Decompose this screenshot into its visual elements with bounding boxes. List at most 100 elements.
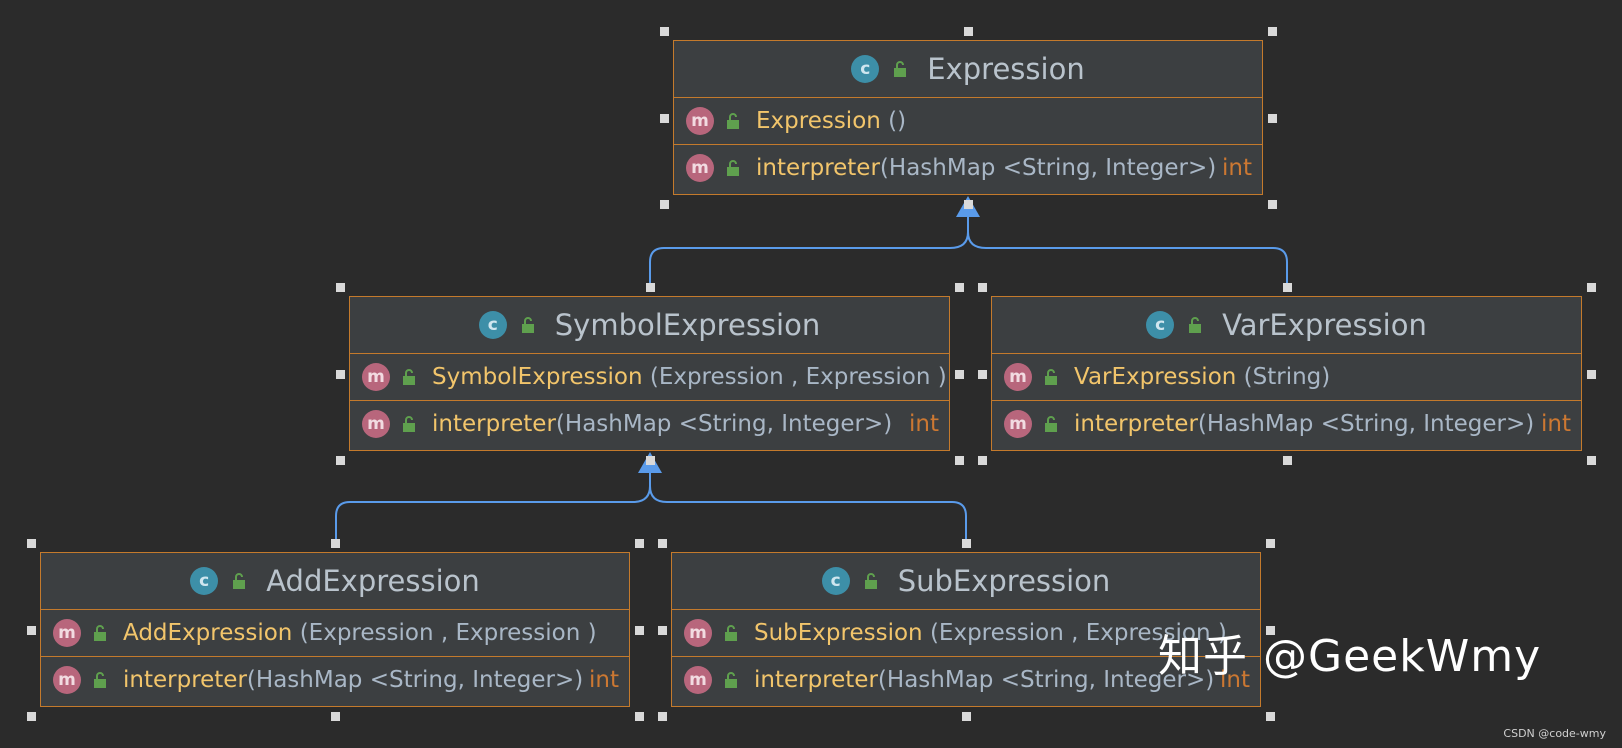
unlock-icon [1045, 416, 1057, 432]
resize-handle[interactable] [962, 539, 971, 548]
resize-handle[interactable] [331, 712, 340, 721]
resize-handle[interactable] [955, 369, 964, 379]
method-row[interactable]: m SymbolExpression (Expression , Express… [350, 354, 949, 400]
method-params: (HashMap <String, Integer>) [877, 667, 1215, 693]
class-header: c VarExpression [992, 297, 1581, 354]
resize-handle[interactable] [955, 283, 964, 292]
resize-handle[interactable] [964, 27, 973, 36]
method-params: (String) [1243, 364, 1331, 390]
edge-var-to-expression [967, 212, 1288, 287]
resize-handle[interactable] [635, 712, 644, 721]
resize-handle[interactable] [1268, 113, 1277, 123]
class-header: c Expression [674, 41, 1262, 98]
resize-handle[interactable] [1268, 200, 1277, 209]
unlock-icon [864, 573, 877, 589]
resize-handle[interactable] [645, 456, 655, 465]
method-name: interpreter [432, 411, 556, 437]
resize-handle[interactable] [964, 200, 973, 209]
class-box-expression[interactable]: c Expression m Expression () m interpret… [673, 40, 1263, 195]
return-type: int [909, 411, 939, 437]
edge-symbol-to-expression [649, 212, 969, 287]
resize-handle[interactable] [978, 283, 987, 292]
unlock-icon [725, 672, 737, 688]
method-name: interpreter [1074, 411, 1198, 437]
method-icon: m [684, 666, 712, 694]
resize-handle[interactable] [658, 625, 667, 635]
resize-handle[interactable] [1266, 625, 1275, 635]
resize-handle[interactable] [635, 625, 644, 635]
resize-handle[interactable] [1282, 456, 1292, 465]
method-name: SymbolExpression [432, 364, 643, 390]
method-row[interactable]: m AddExpression (Expression , Expression… [41, 610, 629, 656]
class-icon: c [821, 567, 850, 595]
resize-handle[interactable] [660, 27, 669, 36]
edge-add-to-symbol [335, 468, 651, 543]
resize-handle[interactable] [336, 283, 345, 292]
edge-sub-to-symbol [649, 468, 967, 543]
unlock-icon [1189, 317, 1202, 333]
method-row[interactable]: m interpreter(HashMap <String, Integer>)… [674, 144, 1262, 191]
method-icon: m [362, 410, 390, 438]
resize-handle[interactable] [1282, 283, 1292, 292]
method-name: interpreter [754, 667, 878, 693]
unlock-icon [1045, 369, 1057, 385]
method-params: (Expression , Expression ) [299, 620, 597, 646]
method-row[interactable]: m interpreter(HashMap <String, Integer>)… [350, 400, 949, 447]
resize-handle[interactable] [658, 539, 667, 548]
class-box-symbolexpression[interactable]: c SymbolExpression m SymbolExpression (E… [349, 296, 950, 451]
unlock-icon [403, 416, 415, 432]
method-row[interactable]: m Expression () [674, 98, 1262, 144]
resize-handle[interactable] [27, 712, 36, 721]
method-name: VarExpression [1074, 364, 1237, 390]
resize-handle[interactable] [1587, 283, 1596, 292]
method-name: interpreter [756, 155, 880, 181]
resize-handle[interactable] [1266, 712, 1275, 721]
class-name: VarExpression [1222, 308, 1427, 342]
unlock-icon [521, 317, 534, 333]
resize-handle[interactable] [660, 200, 669, 209]
method-row[interactable]: m interpreter(HashMap <String, Integer>)… [41, 656, 629, 703]
method-icon: m [362, 363, 390, 391]
unlock-icon [403, 369, 415, 385]
resize-handle[interactable] [978, 456, 987, 465]
class-name: AddExpression [266, 564, 480, 598]
class-box-subexpression[interactable]: c SubExpression m SubExpression (Express… [671, 552, 1261, 707]
unlock-icon [94, 625, 106, 641]
resize-handle[interactable] [962, 712, 971, 721]
resize-handle[interactable] [635, 539, 644, 548]
resize-handle[interactable] [1587, 369, 1596, 379]
resize-handle[interactable] [955, 456, 964, 465]
method-icon: m [53, 619, 81, 647]
method-params: (HashMap <String, Integer>) [555, 411, 893, 437]
resize-handle[interactable] [336, 369, 345, 379]
class-icon: c [478, 311, 507, 339]
class-header: c SymbolExpression [350, 297, 949, 354]
method-name: interpreter [123, 667, 247, 693]
method-row[interactable]: m VarExpression (String) [992, 354, 1581, 400]
class-name: SymbolExpression [554, 308, 821, 342]
resize-handle[interactable] [660, 113, 669, 123]
class-box-varexpression[interactable]: c VarExpression m VarExpression (String)… [991, 296, 1582, 451]
resize-handle[interactable] [645, 283, 655, 292]
resize-handle[interactable] [331, 539, 340, 548]
method-params: (HashMap <String, Integer>) [1197, 411, 1535, 437]
method-icon: m [684, 619, 712, 647]
method-row[interactable]: m SubExpression (Expression , Expression… [672, 610, 1260, 656]
class-box-addexpression[interactable]: c AddExpression m AddExpression (Express… [40, 552, 630, 707]
resize-handle[interactable] [1268, 27, 1277, 36]
resize-handle[interactable] [658, 712, 667, 721]
method-icon: m [1004, 363, 1032, 391]
method-row[interactable]: m interpreter(HashMap <String, Integer>)… [672, 656, 1260, 703]
resize-handle[interactable] [336, 456, 345, 465]
method-row[interactable]: m interpreter(HashMap <String, Integer>)… [992, 400, 1581, 447]
resize-handle[interactable] [27, 625, 36, 635]
unlock-icon [725, 625, 737, 641]
class-icon: c [190, 567, 219, 595]
resize-handle[interactable] [978, 369, 987, 379]
resize-handle[interactable] [1587, 456, 1596, 465]
method-params: (HashMap <String, Integer>) [879, 155, 1217, 181]
resize-handle[interactable] [1266, 539, 1275, 548]
method-icon: m [1004, 410, 1032, 438]
resize-handle[interactable] [27, 539, 36, 548]
